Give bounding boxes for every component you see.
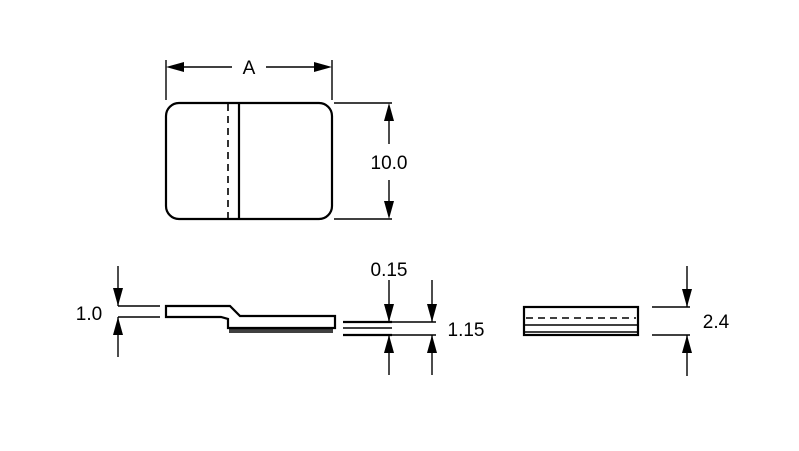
side-view-left: 1.0 (76, 266, 337, 357)
dimension-a-label: A (243, 58, 256, 79)
dimension-10-label: 10.0 (371, 153, 408, 174)
dimension-0-15-label: 0.15 (371, 260, 408, 281)
part-top-outline (164, 101, 334, 221)
end-view: 2.4 (522, 266, 730, 376)
dimension-1-15-label: 1.15 (448, 320, 485, 341)
top-view: A 10.0 (164, 58, 408, 221)
part-end-outline (522, 305, 640, 337)
cross-section: 0.15 1.15 (343, 260, 484, 375)
dimension-1-0-label: 1.0 (76, 304, 102, 325)
part-side-profile (164, 304, 337, 330)
dimension-2-4-label: 2.4 (703, 312, 730, 333)
